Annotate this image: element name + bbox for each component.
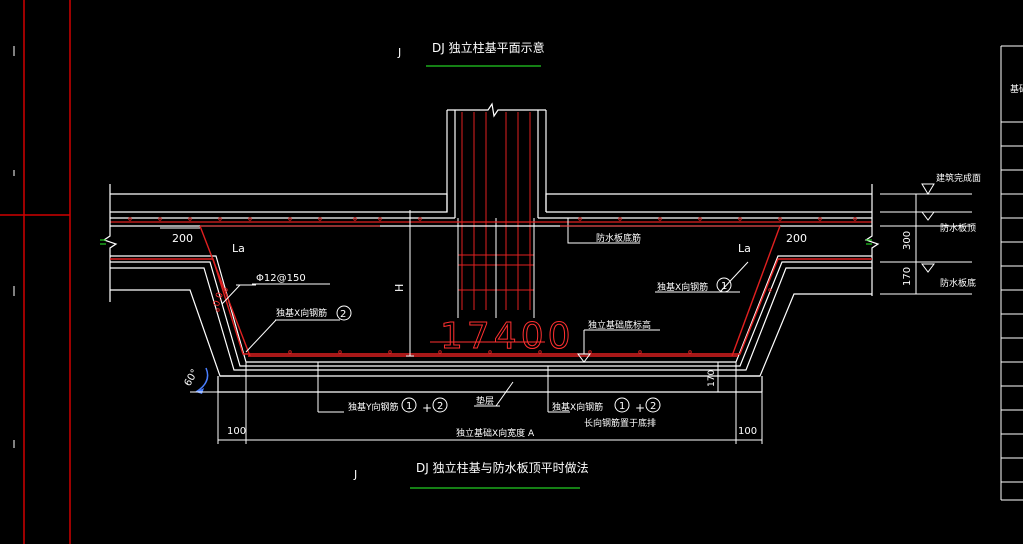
break-line-ticks bbox=[100, 239, 872, 245]
dim-300: 300 bbox=[902, 231, 913, 250]
rebar-spec: Φ12@150 bbox=[256, 273, 306, 284]
dim-200-right: 200 bbox=[786, 232, 807, 245]
label-x-right: 独基X向钢筋 bbox=[657, 281, 708, 293]
left-frame-lines bbox=[0, 0, 71, 544]
column-stirrups bbox=[457, 218, 535, 318]
big-number: 17400 bbox=[440, 316, 575, 357]
h-label: H bbox=[393, 284, 406, 292]
label-x-left: 独基X向钢筋 bbox=[276, 307, 327, 319]
circle-1-right-text: 1 bbox=[721, 281, 727, 292]
plus-y: + bbox=[422, 401, 432, 415]
title-top: DJ 独立柱基平面示意 bbox=[432, 40, 545, 55]
right-table bbox=[1000, 45, 1023, 501]
title-bottom: DJ 独立柱基与防水板顶平时做法 bbox=[416, 460, 589, 475]
label-width: 独立基础X向宽度 A bbox=[456, 427, 535, 439]
circle-1-x bbox=[614, 397, 630, 413]
title-bottom-prefix: J bbox=[353, 468, 357, 481]
circle-1-right bbox=[716, 277, 732, 293]
la-left: La bbox=[232, 242, 245, 255]
dim-170-right: 170 bbox=[902, 267, 913, 286]
label-base-elev: 独立基础底标高 bbox=[588, 319, 651, 331]
h-dimension bbox=[406, 210, 414, 357]
title-top-prefix: J bbox=[397, 46, 401, 59]
la-right: La bbox=[738, 242, 751, 255]
label-x-bottom: 独基X向钢筋 bbox=[552, 401, 603, 413]
circle-1-x-text: 1 bbox=[619, 401, 625, 412]
circle-2-x bbox=[645, 397, 661, 413]
angle-label: 60° bbox=[183, 368, 201, 389]
dim-100-right: 100 bbox=[738, 426, 757, 437]
dim-200-left: 200 bbox=[172, 232, 193, 245]
dim-170-bottom: 170 bbox=[707, 370, 717, 387]
width-dimension bbox=[217, 362, 763, 444]
column-rebars bbox=[458, 112, 534, 310]
label-finish-surface: 建筑完成面 bbox=[936, 172, 981, 184]
circle-2-x-text: 2 bbox=[650, 401, 656, 412]
dim-100-left: 100 bbox=[227, 426, 246, 437]
plus-x: + bbox=[635, 401, 645, 415]
label-long-bar: 长向钢筋置于底排 bbox=[584, 417, 656, 429]
circle-1-y-text: 1 bbox=[406, 401, 412, 412]
angle-slope: 0.0 bbox=[212, 291, 226, 308]
column-outline bbox=[110, 102, 872, 218]
footing-dots bbox=[216, 288, 772, 354]
circle-2-y bbox=[432, 397, 448, 413]
label-y-bar: 独基Y向钢筋 bbox=[348, 401, 399, 413]
footing-rebars bbox=[110, 225, 872, 357]
angle-arc bbox=[195, 367, 209, 393]
label-cushion: 垫层 bbox=[476, 395, 494, 407]
slab-top-dots bbox=[128, 217, 857, 221]
label-board-bottom: 防水板底 bbox=[940, 277, 976, 289]
circle-2-y-text: 2 bbox=[437, 401, 443, 412]
base-elevation-mark bbox=[577, 353, 591, 363]
label-board-top: 防水板顶 bbox=[940, 222, 976, 234]
circle-2-left-text: 2 bbox=[340, 309, 346, 320]
table-header-fragment: 基础 bbox=[1010, 83, 1023, 95]
footing-outline bbox=[110, 255, 872, 393]
break-lines bbox=[102, 184, 880, 302]
circle-1-y bbox=[401, 397, 417, 413]
right-elevations bbox=[880, 183, 972, 295]
circle-2-left bbox=[336, 305, 352, 321]
label-board-bottom-bar: 防水板底筋 bbox=[596, 232, 641, 244]
